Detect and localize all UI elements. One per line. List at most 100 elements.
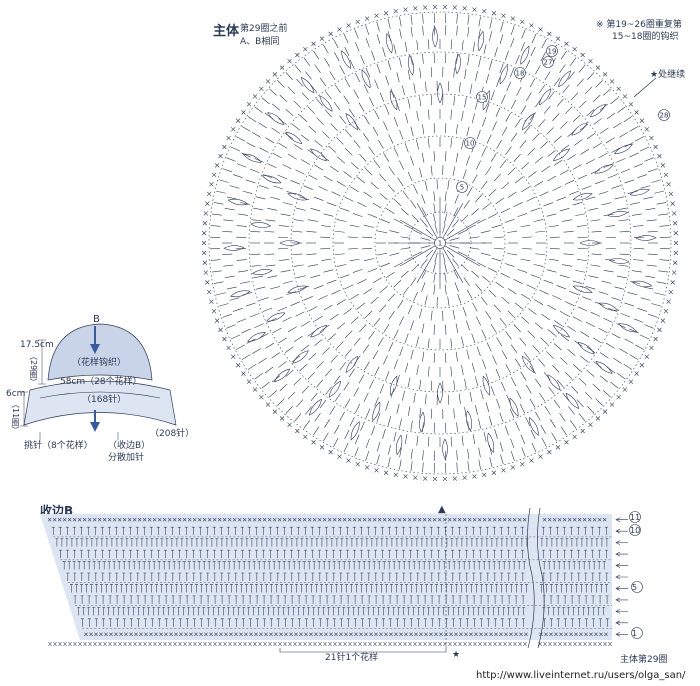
dc-stitch <box>605 595 609 604</box>
dc-stitch <box>577 595 581 604</box>
x-stitch <box>92 517 97 522</box>
outer-x-stitch <box>663 308 669 314</box>
dc-stitch <box>94 618 98 627</box>
dc-stitch <box>332 595 336 604</box>
dc-stitch <box>311 549 315 559</box>
stitch-post <box>364 361 370 371</box>
x-stitch <box>249 632 253 637</box>
stitch-post <box>508 288 517 295</box>
stitch-post <box>229 297 240 301</box>
radial-spoke <box>444 203 464 235</box>
stitch-post <box>546 351 554 359</box>
x-stitch <box>577 517 582 522</box>
base-x-stitch <box>208 641 212 647</box>
base-x-stitch <box>463 641 467 647</box>
stitch-post <box>510 133 518 142</box>
repeat-bracket <box>279 648 447 653</box>
dc-stitch <box>437 595 441 604</box>
stitch-post <box>634 344 645 350</box>
stitch-post <box>585 286 596 290</box>
stitch-post <box>501 350 508 360</box>
outer-x-stitch <box>383 11 389 16</box>
dc-stitch <box>185 549 189 559</box>
stitch-post <box>533 219 544 222</box>
stitch-post <box>507 230 518 233</box>
stitch-post <box>520 371 527 381</box>
stitch-post <box>550 419 556 428</box>
dc-stitch <box>171 549 175 559</box>
dc-stitch <box>472 561 476 570</box>
stitch-post <box>365 25 370 35</box>
stitch-post <box>348 368 355 378</box>
x-stitch <box>592 517 597 522</box>
dc-stitch <box>289 584 293 593</box>
dc-stitch <box>465 572 469 581</box>
dc-stitch <box>577 607 581 616</box>
dc-stitch <box>276 618 280 627</box>
fan-motif <box>465 410 473 432</box>
dc-stitch <box>395 538 399 547</box>
dc-stitch <box>360 538 364 547</box>
stitch-post <box>259 147 269 153</box>
dc-stitch <box>206 549 210 559</box>
x-stitch <box>484 632 488 637</box>
chain-ring <box>248 51 632 435</box>
dc-stitch <box>410 538 414 547</box>
fan-motif <box>577 341 595 355</box>
dc-stitch <box>122 595 126 604</box>
x-stitch <box>159 632 163 637</box>
stitch-post <box>528 171 537 178</box>
x-stitch <box>302 517 307 522</box>
stitch-post <box>378 337 384 347</box>
stitch-post <box>495 197 504 205</box>
stitch-post <box>501 381 506 392</box>
stitch-post <box>593 118 602 125</box>
stitch-post <box>481 147 487 157</box>
dc-stitch <box>75 538 79 547</box>
dc-stitch <box>122 618 126 627</box>
x-stitch <box>524 632 528 637</box>
x-stitch <box>409 632 413 637</box>
stitch-post <box>442 223 446 234</box>
stitch-post <box>222 313 232 318</box>
dc-stitch <box>219 584 223 593</box>
base-x-stitch <box>58 641 62 647</box>
round-number-badge <box>464 137 476 149</box>
dc-stitch <box>436 526 440 536</box>
stitch-post <box>634 136 645 142</box>
base-x-stitch <box>183 641 187 647</box>
dc-stitch <box>249 584 253 593</box>
stitch-post <box>254 106 263 114</box>
outer-x-stitch <box>422 5 428 10</box>
dc-stitch <box>570 538 574 547</box>
stitch-post <box>456 462 458 473</box>
stitch-post <box>385 400 389 411</box>
stitch-post <box>280 269 291 273</box>
stitch-post <box>253 207 264 211</box>
stitch-post <box>353 387 359 397</box>
dc-stitch <box>458 572 462 581</box>
stitch-post <box>382 47 386 57</box>
dc-stitch <box>297 561 301 570</box>
row-arrow <box>615 609 628 614</box>
x-stitch <box>412 517 417 522</box>
dc-stitch <box>240 538 244 547</box>
stitch-post <box>629 126 639 132</box>
x-stitch <box>194 632 198 637</box>
stitch-post <box>489 31 493 42</box>
dc-stitch <box>84 584 88 593</box>
dc-stitch <box>314 584 318 593</box>
stitch-post <box>367 268 378 273</box>
stitch-post <box>416 139 419 150</box>
stitch-post <box>648 168 658 173</box>
dc-stitch <box>480 538 484 547</box>
dc-stitch <box>377 607 381 616</box>
base-x-stitch <box>363 641 367 647</box>
dc-stitch <box>467 561 471 570</box>
stitch-post <box>249 313 260 318</box>
base-x-stitch <box>108 641 112 647</box>
stitch-post <box>494 429 498 439</box>
fan-motif <box>437 82 443 104</box>
base-x-stitch <box>223 641 227 647</box>
stitch-post <box>588 275 599 279</box>
